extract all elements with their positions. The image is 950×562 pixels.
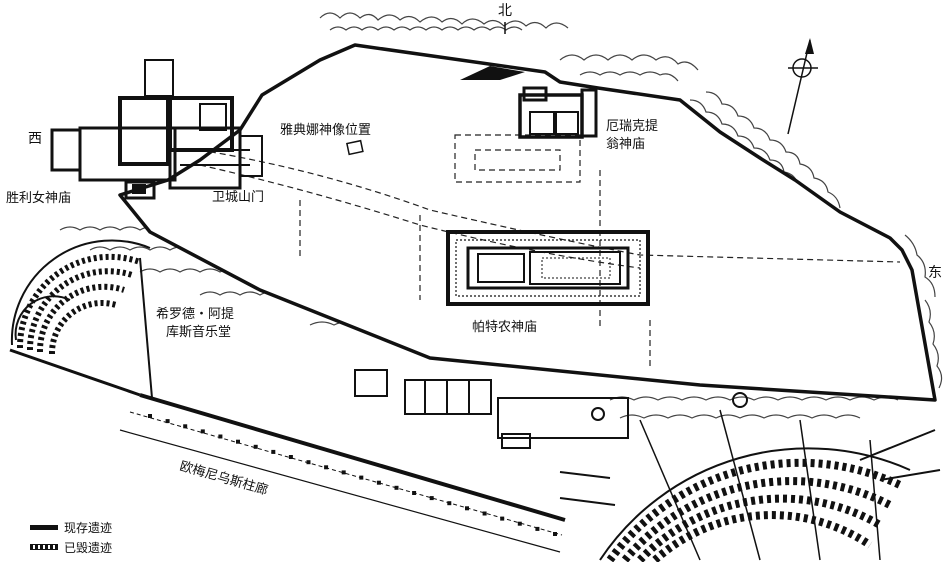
stoa-column: [376, 480, 381, 485]
parthenon-plan: [446, 230, 650, 306]
odeon-label-line2: 库斯音乐堂: [166, 325, 232, 340]
odeon-plan: [9, 239, 153, 399]
athena-statue-base: [346, 139, 364, 156]
legend-ruined-label: 已毁遗迹: [64, 540, 113, 555]
parthenon-label: 帕特农神庙: [472, 320, 538, 335]
stoa-column: [271, 449, 276, 454]
stoa-column: [359, 475, 364, 480]
stoa-column: [482, 511, 487, 516]
stoa-column: [447, 501, 452, 506]
stoa-column: [236, 439, 240, 444]
propylaea-label: 卫城山门: [212, 190, 265, 205]
athena-statue-label: 雅典娜神像位置: [280, 123, 372, 138]
legend-existing-label: 现存遗迹: [64, 520, 113, 535]
stoa-column: [324, 465, 329, 470]
stoa-column: [517, 521, 522, 526]
odeon-label-line1: 希罗德・阿提: [156, 307, 235, 322]
stoa-column: [412, 491, 417, 495]
stoa-column: [183, 424, 188, 429]
stoa-column: [341, 470, 346, 475]
stoa-column: [200, 429, 205, 434]
legend-ruined: 已毁遗迹: [30, 538, 112, 556]
stoa-column: [394, 485, 399, 490]
erechtheion-label-line2: 翁神庙: [606, 137, 646, 152]
stoa-column: [500, 516, 505, 521]
stoa-column: [253, 444, 258, 449]
north-label: 北: [498, 3, 512, 19]
south-ruins: [354, 369, 748, 506]
stoa-column: [465, 506, 469, 511]
stoa-column: [553, 532, 557, 536]
stoa-columns: [148, 414, 557, 536]
stoa-column: [429, 496, 434, 501]
nike-temple-label: 胜利女神庙: [6, 191, 72, 206]
propylaea-plan: [50, 59, 263, 200]
stoa-column: [165, 419, 170, 424]
erechtheion-plan: [460, 66, 598, 139]
legend-ruined-swatch: [30, 544, 58, 550]
erechtheion-label-line1: 厄瑞克提: [606, 119, 659, 134]
ruined-paths: [199, 134, 901, 370]
stoa-column: [148, 414, 152, 418]
stoa-plan: [119, 393, 566, 553]
stoa-column: [306, 460, 311, 465]
plateau-wall: [118, 43, 937, 402]
north-arrow-icon: [787, 38, 818, 135]
dionysus-theatre-plan: [599, 409, 941, 562]
stoa-column: [535, 526, 540, 531]
west-label: 西: [28, 131, 42, 147]
legend-existing-swatch: [30, 524, 58, 530]
stoa-column: [288, 455, 293, 459]
stoa-column: [218, 434, 223, 439]
east-label: 东: [928, 265, 942, 281]
legend-existing: 现存遗迹: [30, 518, 112, 536]
